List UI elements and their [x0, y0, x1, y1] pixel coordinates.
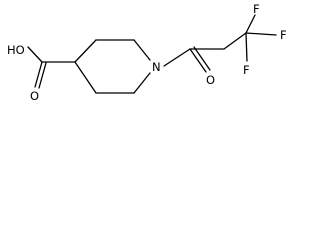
bond-ring-c4-c3a — [74, 39, 97, 63]
bond-c-f-right — [245, 32, 277, 36]
amide-oxygen-label: O — [206, 73, 215, 87]
ring-nitrogen-label: N — [152, 60, 161, 74]
bond-carbonyl-o-2 — [193, 46, 211, 71]
bond-ch2-cf3 — [223, 32, 247, 50]
fluorine-right-label: F — [280, 28, 287, 42]
bond-n-carbonyl — [163, 48, 191, 67]
carboxyl-oxygen-label: O — [30, 89, 39, 103]
bond-ho-c — [27, 46, 43, 63]
bond-c-o-double-1 — [34, 61, 43, 88]
bond-ring-c3b-c4 — [74, 61, 97, 94]
bond-c-o-double-2 — [38, 62, 47, 89]
structure-diagram: HO O N O F F F — [7, 2, 287, 103]
fluorine-top-label: F — [253, 2, 260, 16]
fluorine-bottom-label: F — [243, 63, 250, 77]
bond-carbonyl-o-1 — [189, 48, 207, 73]
bond-ring-n-c2b — [133, 72, 151, 94]
bond-ring-c2a-n — [133, 39, 151, 61]
bond-c-f-top — [245, 14, 256, 34]
hydroxyl-label: HO — [7, 43, 25, 57]
bond-c-f-bottom — [245, 32, 248, 62]
